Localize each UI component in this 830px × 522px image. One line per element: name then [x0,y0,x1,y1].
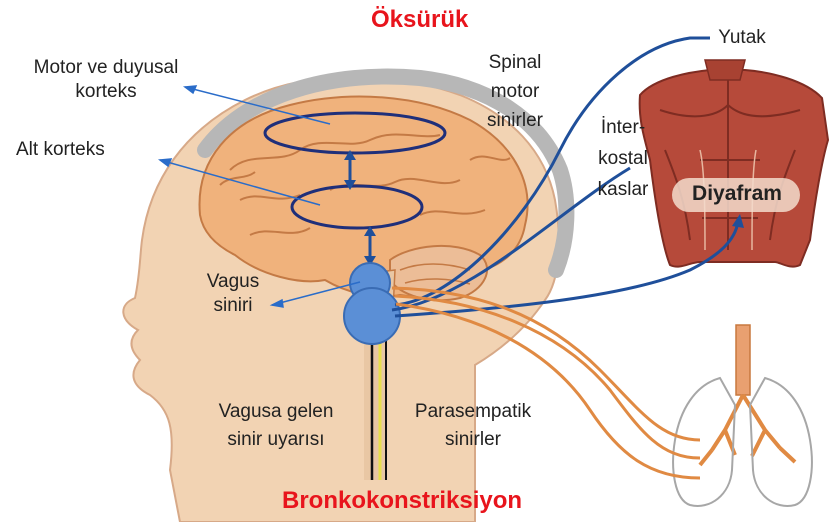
cough-title: Öksürük [371,6,468,34]
diaphragm-label: Diyafram [673,182,801,206]
lower-nucleus [344,288,400,344]
spinal-cord [364,330,386,480]
pharynx-label: Yutak [706,26,778,50]
bronchoconstriction-title: Bronkokonstriksiyon [282,487,522,515]
subcortex-label: Alt korteks [16,138,146,162]
